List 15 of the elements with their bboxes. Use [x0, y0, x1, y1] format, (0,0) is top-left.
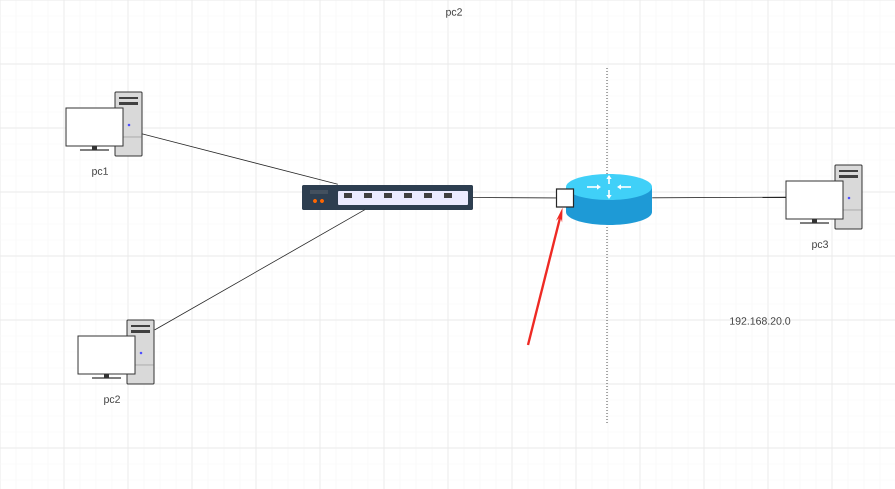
text-label: pc2: [446, 8, 462, 18]
router-drawing: [566, 174, 652, 225]
computer-label: pc1: [92, 168, 108, 177]
connector-line: [652, 196, 786, 198]
switch-drawing: [302, 185, 473, 210]
computer-drawing: [66, 92, 142, 156]
connector-line: [154, 209, 366, 330]
computer-drawing: [786, 164, 862, 230]
connector-line: [142, 133, 338, 185]
connector-line: [472, 197, 556, 198]
computer-label: pc3: [812, 240, 828, 250]
port-box: [556, 188, 574, 208]
computer-label: pc2: [104, 396, 120, 406]
text-label: 192.168.20.0: [730, 317, 790, 325]
computer-drawing: [78, 320, 154, 384]
